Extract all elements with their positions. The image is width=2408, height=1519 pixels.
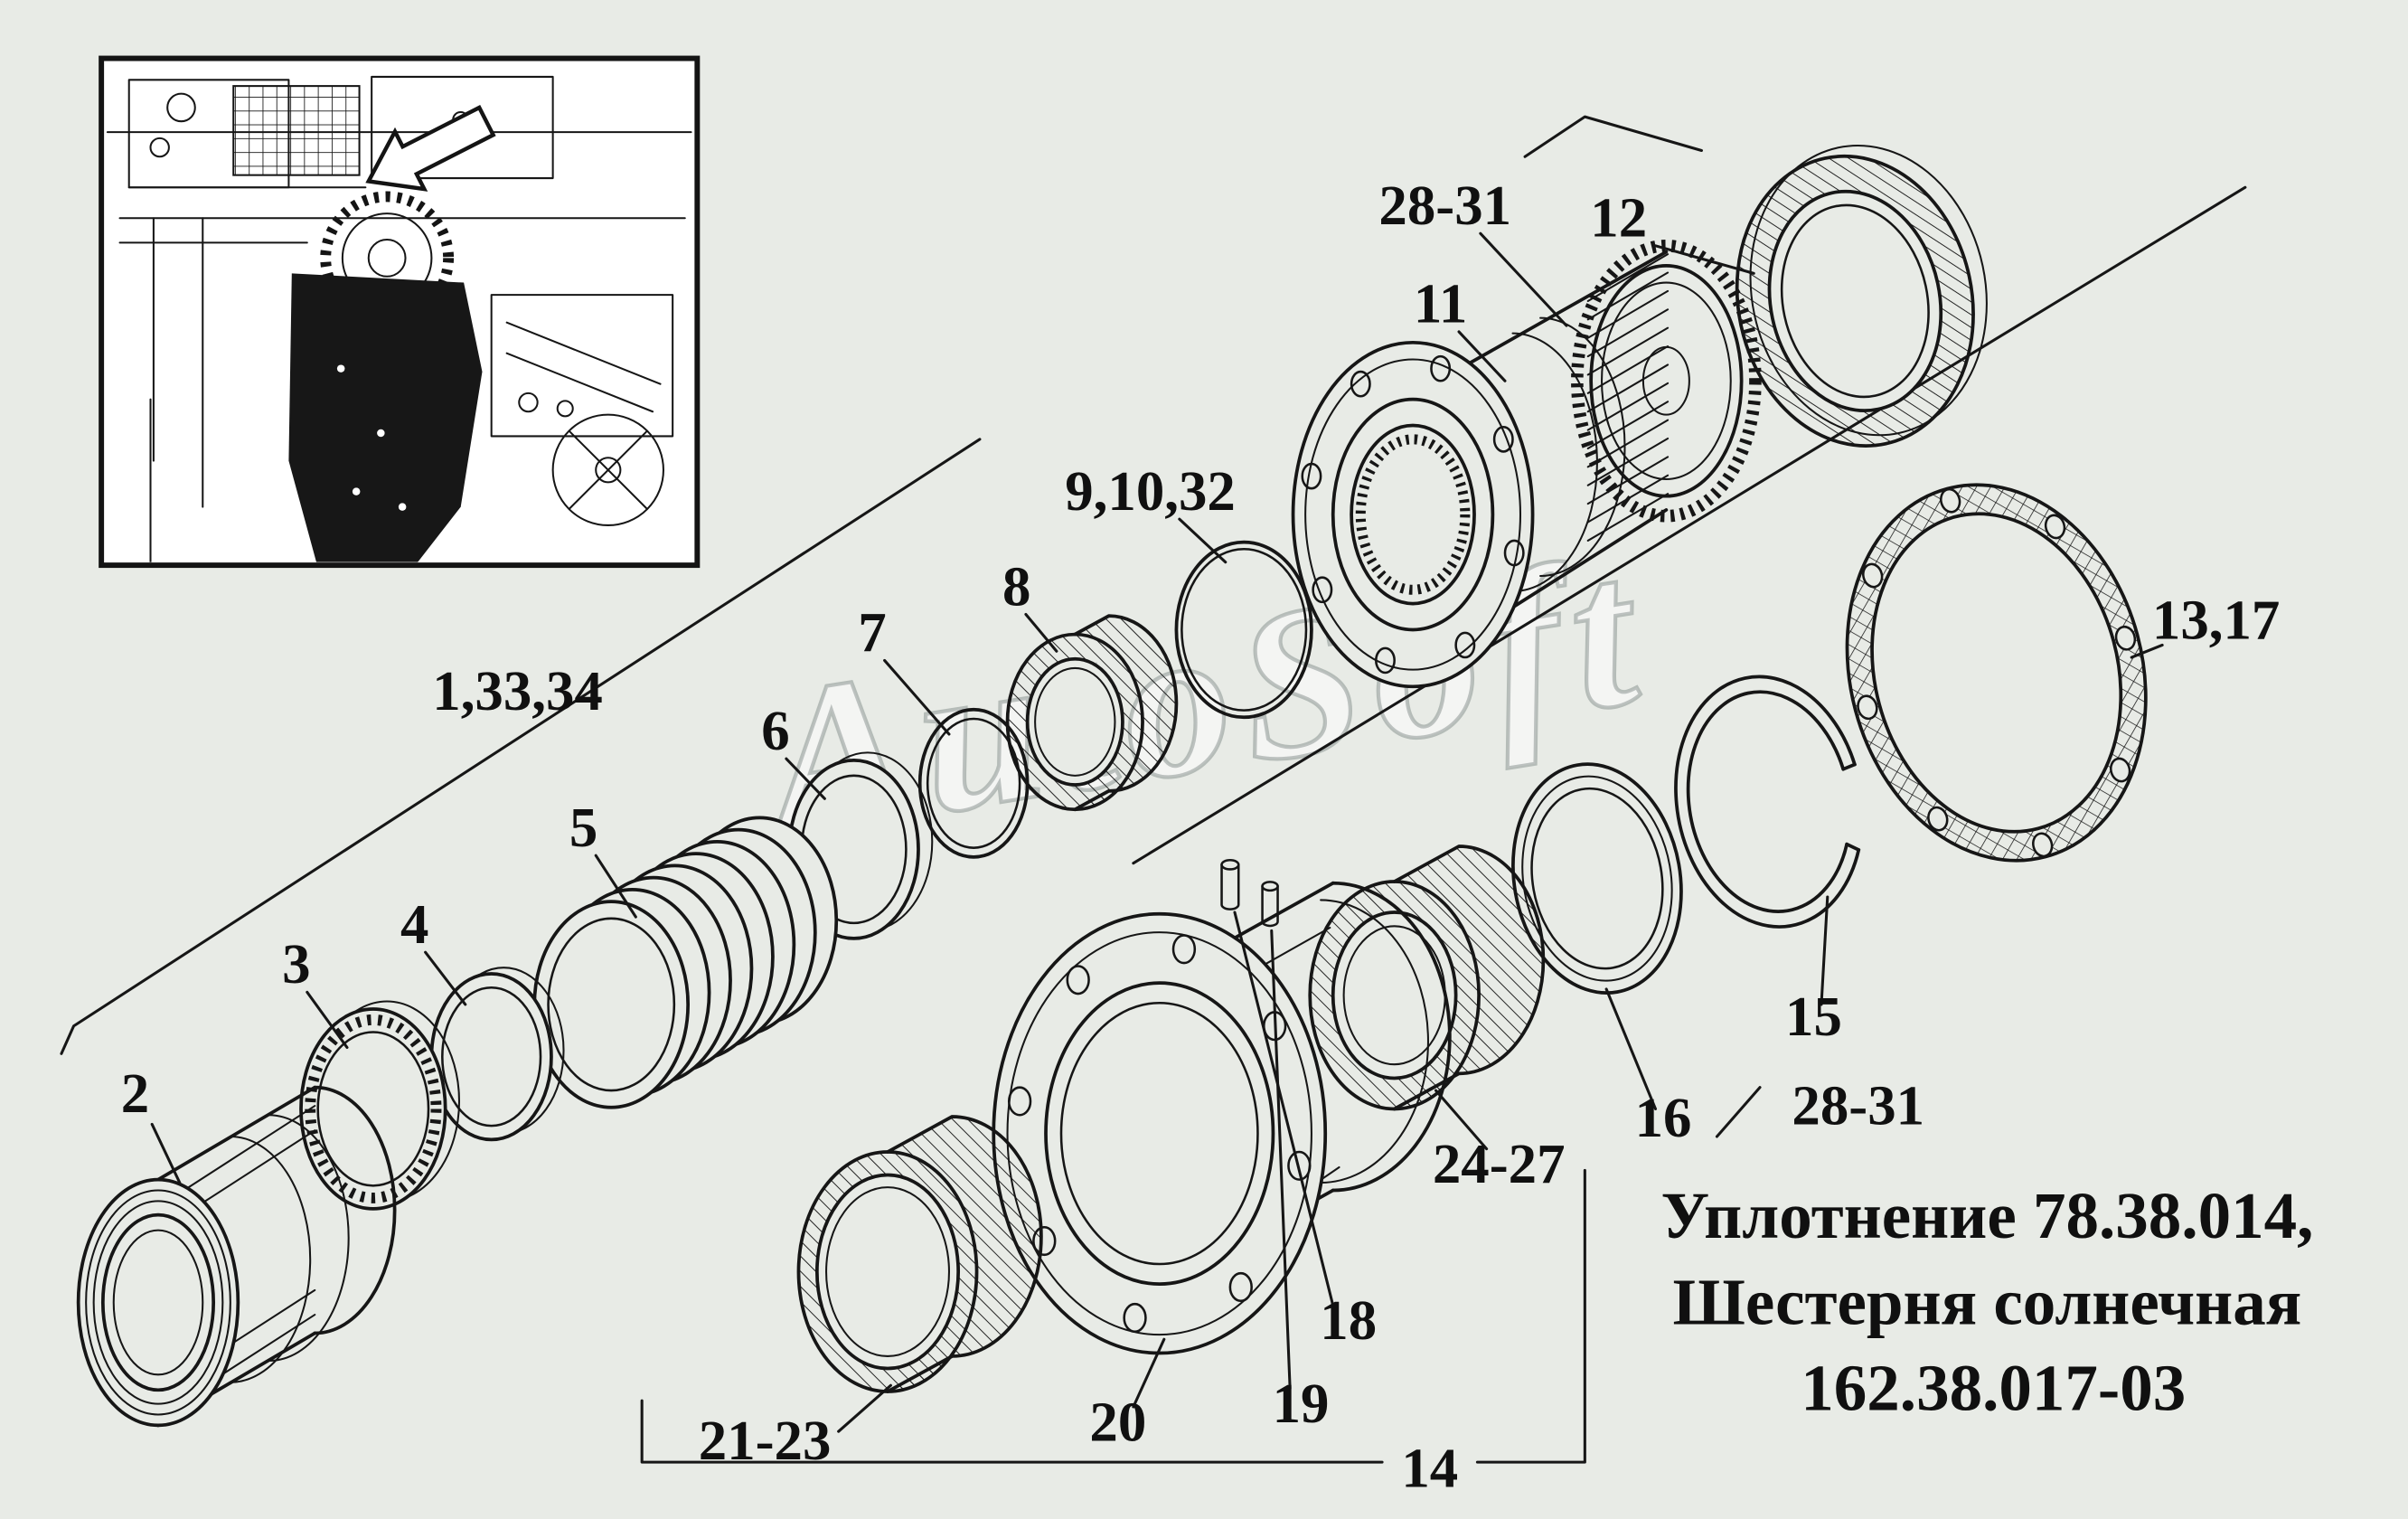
leader-8 [1024, 612, 1058, 653]
callout-7: 7 [858, 600, 886, 664]
flange-bolt-holes [1301, 354, 1525, 675]
callout-labels: 1,33,34 2 3 4 5 6 7 8 9,10,32 11 28-31 1… [121, 174, 2281, 1499]
leader-16 [1604, 987, 1658, 1110]
callout-16: 16 [1635, 1086, 1692, 1149]
leader-6 [785, 757, 826, 800]
part-9-10-32-o-ring [1174, 540, 1313, 720]
leader-lines [150, 231, 2164, 1433]
callout-21-23: 21-23 [699, 1409, 832, 1472]
part-16-ring [1511, 762, 1683, 995]
leader-19 [1270, 929, 1292, 1391]
part-2-sleeve [76, 1085, 397, 1428]
leader-12 [1653, 244, 1755, 275]
leader-28-31-top [1479, 231, 1568, 327]
leader-28-31-bottom [1715, 1086, 1762, 1138]
leader-5 [594, 854, 637, 919]
leader-2 [150, 1122, 182, 1184]
callout-2: 2 [121, 1061, 149, 1125]
part-13-17-gasket [1845, 483, 2148, 863]
part-4-ring [429, 967, 565, 1142]
part-20-hub-housing [992, 881, 1452, 1355]
part-8-bearing-ring [1005, 614, 1179, 812]
location-inset-drawing [106, 75, 692, 562]
callout-4: 4 [400, 892, 428, 956]
callout-9-10-32: 9,10,32 [1065, 459, 1236, 523]
callout-15: 15 [1785, 985, 1842, 1048]
part-21-23-ring [796, 1115, 1043, 1393]
callout-24-27: 24-27 [1433, 1132, 1566, 1195]
leader-11 [1457, 330, 1507, 382]
leader-7 [883, 658, 951, 736]
leader-9-10-32 [1178, 517, 1228, 564]
callout-group-1-33-34: 1,33,34 [432, 659, 603, 722]
leader-24-27 [1434, 1089, 1489, 1151]
gasket-bolt-holes [1857, 487, 2137, 858]
callout-19: 19 [1273, 1372, 1330, 1435]
part-11-sun-gear-hub [1291, 239, 1762, 689]
leader-4 [424, 950, 467, 1006]
bracket-28-31-top [1523, 115, 1703, 158]
callout-11: 11 [1414, 272, 1467, 335]
leader-13-17 [2130, 643, 2164, 659]
leader-15 [1820, 895, 1830, 1006]
callout-12: 12 [1590, 186, 1647, 250]
location-inset-border [99, 55, 701, 569]
callout-8: 8 [1002, 554, 1030, 618]
part-19-pin [1261, 881, 1279, 928]
part-7-thin-ring [917, 707, 1030, 859]
caption-line-1: Уплотнение 78.38.014, [1661, 1179, 2314, 1252]
callout-13-17: 13,17 [2152, 589, 2280, 652]
callout-28-31-bottom: 28-31 [1792, 1073, 1924, 1137]
callout-14: 14 [1401, 1436, 1458, 1499]
bracket-14 [640, 1168, 1586, 1464]
part-24-27-bearing-ring [1308, 844, 1546, 1111]
leader-3 [306, 990, 349, 1050]
callout-28-31-top: 28-31 [1378, 174, 1511, 237]
group-line-right [1132, 185, 2247, 865]
callout-18: 18 [1320, 1288, 1377, 1352]
callout-6: 6 [761, 699, 789, 762]
callout-5: 5 [569, 796, 597, 859]
assembly-group-lines [60, 115, 2247, 1055]
leader-21-23 [837, 1383, 892, 1433]
leader-18 [1233, 910, 1335, 1307]
part-18-pin [1220, 858, 1240, 910]
part-12-seal-ring [1735, 144, 1988, 448]
callout-3: 3 [282, 932, 310, 995]
location-inset [99, 55, 701, 569]
callout-20: 20 [1089, 1390, 1146, 1453]
caption-line-2: Шестерня солнечная [1673, 1265, 2302, 1338]
part-5-spring-sleeve [532, 816, 839, 1109]
caption-line-3: 162.38.017-03 [1801, 1351, 2186, 1424]
caption: Уплотнение 78.38.014, Шестерня солнечная… [1661, 1179, 2314, 1424]
group-line-left [60, 438, 982, 1055]
location-arrow [365, 105, 496, 192]
leader-20 [1132, 1337, 1166, 1409]
part-15-snap-ring [1674, 675, 1861, 929]
